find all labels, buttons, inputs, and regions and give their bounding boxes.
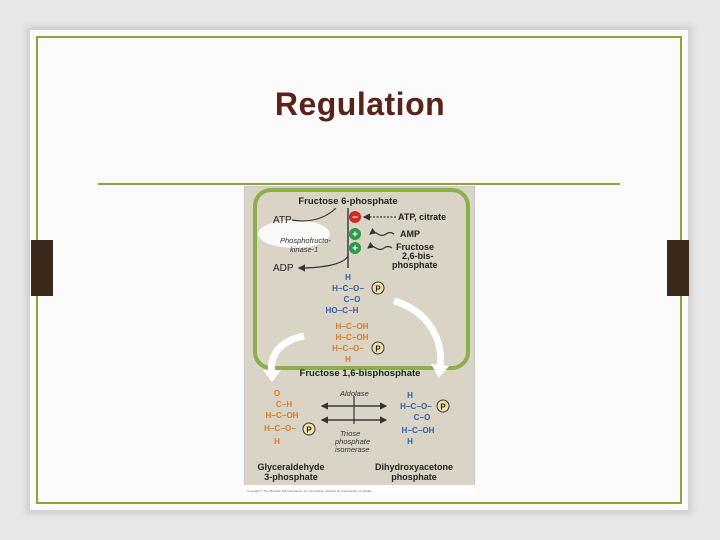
label-enzyme-line2: kinase-1 bbox=[290, 245, 318, 254]
phosphate-label-bottom: P bbox=[375, 345, 381, 354]
figure-svg: Fructose 6-phosphate ATP Phosphofructo- … bbox=[244, 186, 475, 495]
label-fructose-1-6-bisphosphate: Fructose 1,6-bisphosphate bbox=[300, 368, 421, 379]
center-row-6: H−C−OH bbox=[336, 333, 369, 342]
right-side-tab bbox=[667, 240, 689, 296]
phosphate-label-left: P bbox=[306, 426, 312, 435]
left-side-tab bbox=[31, 240, 53, 296]
amp-arrow bbox=[369, 228, 395, 237]
dhap-structure: H H−C−O− C−O H−C−OH H bbox=[400, 391, 435, 446]
label-f26bp-line3: phosphate bbox=[392, 260, 438, 270]
label-isomerase-line3: isomerase bbox=[335, 445, 370, 454]
label-amp: AMP bbox=[400, 229, 420, 239]
atp-arrow-part bbox=[291, 207, 337, 222]
f26bp-arrow bbox=[367, 242, 393, 251]
left-row-5: H bbox=[274, 437, 280, 446]
label-f26bp-line1: Fructose bbox=[396, 242, 434, 252]
center-row-7: H−C−O− bbox=[332, 344, 364, 353]
phosphate-icon-left bbox=[302, 422, 316, 436]
label-aldolase: Aldolase bbox=[339, 389, 369, 398]
activator-plus-amp: + bbox=[352, 230, 358, 241]
left-row-2: C−H bbox=[276, 400, 292, 409]
activator-plus-f26bp: + bbox=[352, 244, 358, 255]
label-glyceraldehyde-line1: Glyceraldehyde bbox=[257, 462, 324, 472]
phosphate-label-top: P bbox=[375, 285, 381, 294]
phosphate-label-right: P bbox=[440, 403, 446, 412]
left-row-3: H−C−OH bbox=[266, 411, 299, 420]
title-divider bbox=[98, 183, 620, 185]
label-inhibitor: ATP, citrate bbox=[398, 212, 446, 222]
copyright-strip bbox=[244, 485, 475, 495]
activator-sign-amp bbox=[349, 228, 361, 240]
left-row-4: H−C−O− bbox=[264, 424, 296, 433]
adp-arrow bbox=[297, 255, 349, 272]
center-row-8: H bbox=[345, 355, 351, 364]
left-flow-arrow bbox=[267, 332, 305, 375]
left-flow-arrowhead bbox=[263, 370, 281, 382]
right-row-3: C−O bbox=[414, 413, 431, 422]
label-enzyme-line1: Phosphofructo- bbox=[280, 236, 331, 245]
label-dhap-line1: Dihydroxyacetone bbox=[375, 462, 453, 472]
right-row-2: H−C−O− bbox=[400, 402, 432, 411]
right-row-4: H−C−OH bbox=[402, 426, 435, 435]
center-row-4: HO−C−H bbox=[326, 306, 359, 315]
glyceraldehyde-structure: O C−H H−C−OH H−C−O− H bbox=[264, 389, 299, 446]
label-isomerase-line1: Triose bbox=[340, 429, 360, 438]
copyright-text: Copyright © The McGraw-Hill Companies, I… bbox=[247, 489, 372, 493]
right-flow-arrow bbox=[392, 297, 445, 369]
right-row-1: H bbox=[407, 391, 413, 400]
right-flow-arrowhead bbox=[431, 364, 449, 378]
label-fructose-6-phosphate: Fructose 6-phosphate bbox=[298, 196, 397, 207]
activator-sign-f26bp bbox=[349, 242, 361, 254]
label-atp: ATP bbox=[273, 215, 292, 226]
label-glyceraldehyde-line2: 3-phosphate bbox=[264, 472, 318, 482]
label-f26bp-line2: 2,6-bis- bbox=[402, 251, 434, 261]
label-isomerase-line2: phosphate bbox=[334, 437, 370, 446]
center-row-2: H−C−O− bbox=[332, 284, 364, 293]
center-row-1: H bbox=[345, 273, 351, 282]
phosphate-icon-bottom bbox=[371, 341, 385, 355]
highlight-box bbox=[253, 188, 470, 370]
left-row-1: O bbox=[274, 389, 280, 398]
center-row-5: H−C−OH bbox=[336, 322, 369, 331]
enzyme-halo bbox=[258, 220, 330, 248]
inhibitor-sign bbox=[349, 211, 361, 223]
glycolysis-regulation-figure: Fructose 6-phosphate ATP Phosphofructo- … bbox=[244, 186, 475, 495]
phosphate-icon-top bbox=[371, 281, 385, 295]
label-adp: ADP bbox=[273, 263, 294, 274]
fructose-bisphosphate-structure: H H−C−O− C−O HO−C−H H−C−OH H−C−OH H−C−O−… bbox=[326, 273, 369, 364]
label-dhap-line2: phosphate bbox=[391, 472, 437, 482]
center-row-3: C−O bbox=[344, 295, 361, 304]
slide-title: Regulation bbox=[274, 86, 446, 122]
right-row-5: H bbox=[407, 437, 413, 446]
phosphate-icon-right bbox=[436, 399, 450, 413]
inhibitor-minus: − bbox=[352, 213, 358, 224]
